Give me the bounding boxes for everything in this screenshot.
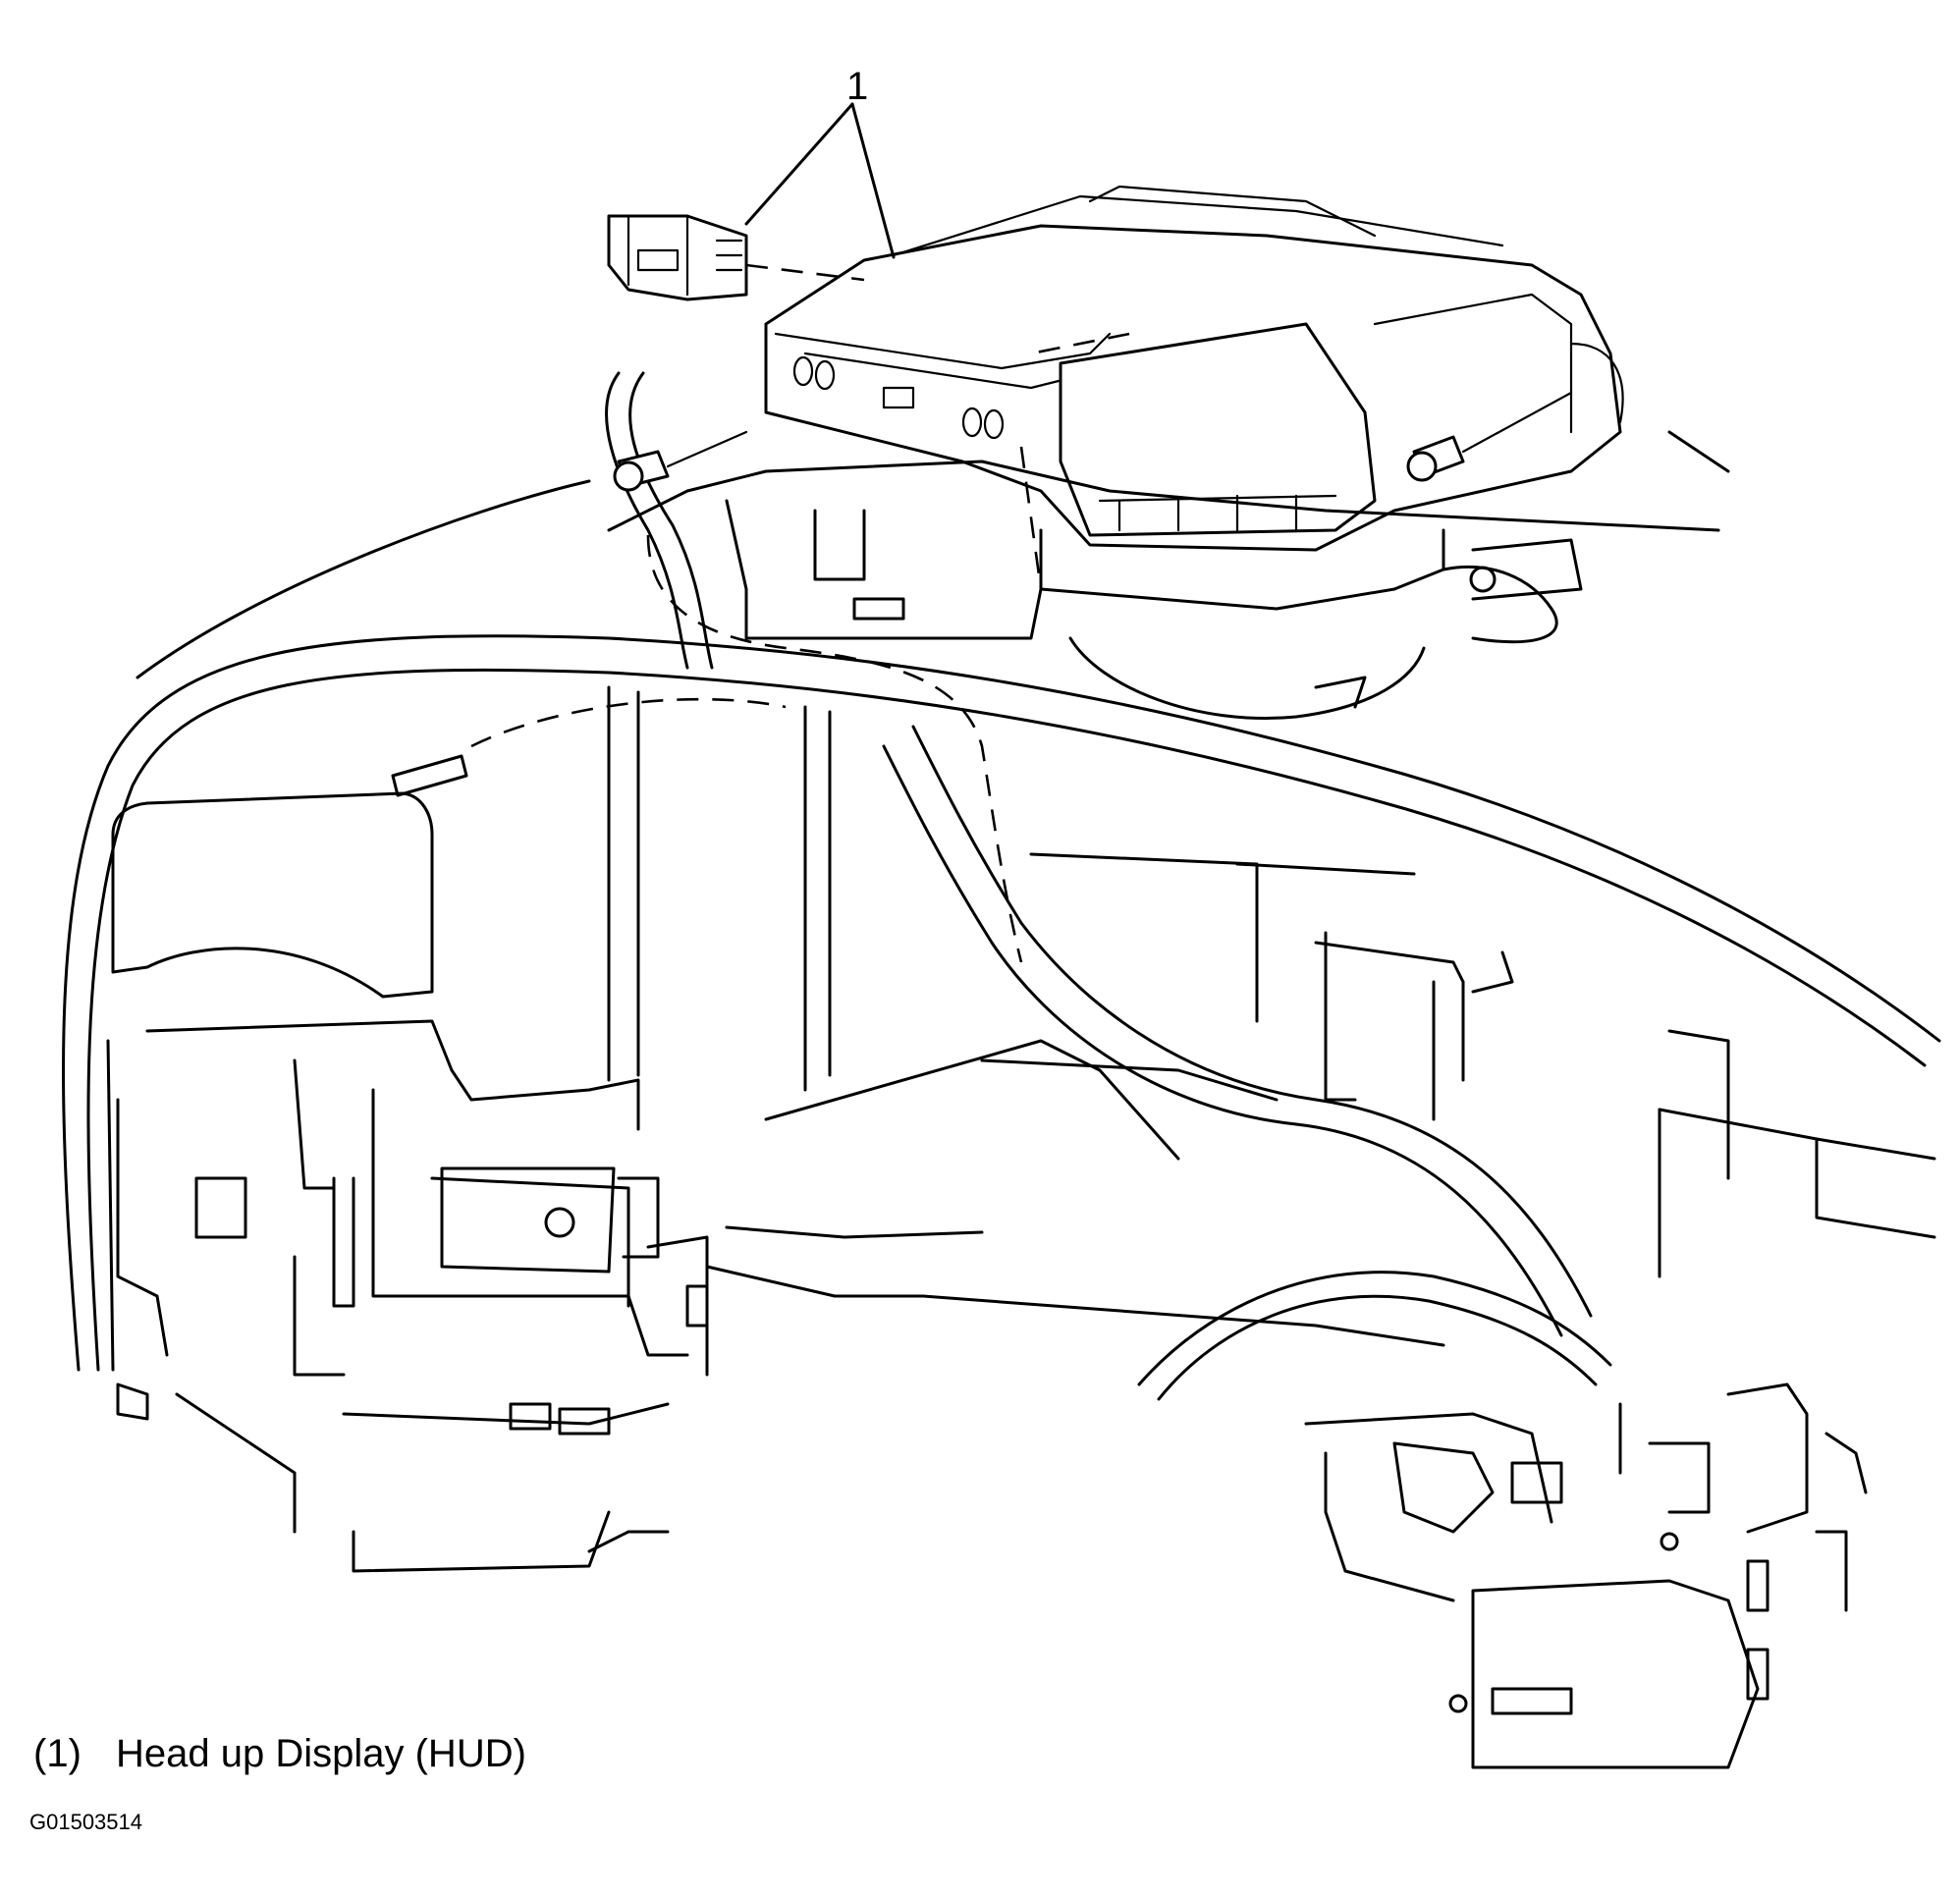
mounting-bolts-drawing [613,391,1573,492]
callout-number: 1 [846,65,869,108]
figure-id: G01503514 [29,1810,142,1834]
callout-leaders [744,102,896,259]
wiring-harness-drawing [391,371,1612,1401]
legend-item-number: (1) [33,1732,82,1775]
hud-mounting-base-drawing [607,430,1730,721]
legend: (1) Head up Display (HUD) [33,1732,526,1776]
hud-module-drawing [745,185,1624,552]
legend-item-label: Head up Display (HUD) [116,1732,526,1775]
hud-connector-drawing [607,214,748,301]
instrument-panel-drawing [62,479,1941,1769]
